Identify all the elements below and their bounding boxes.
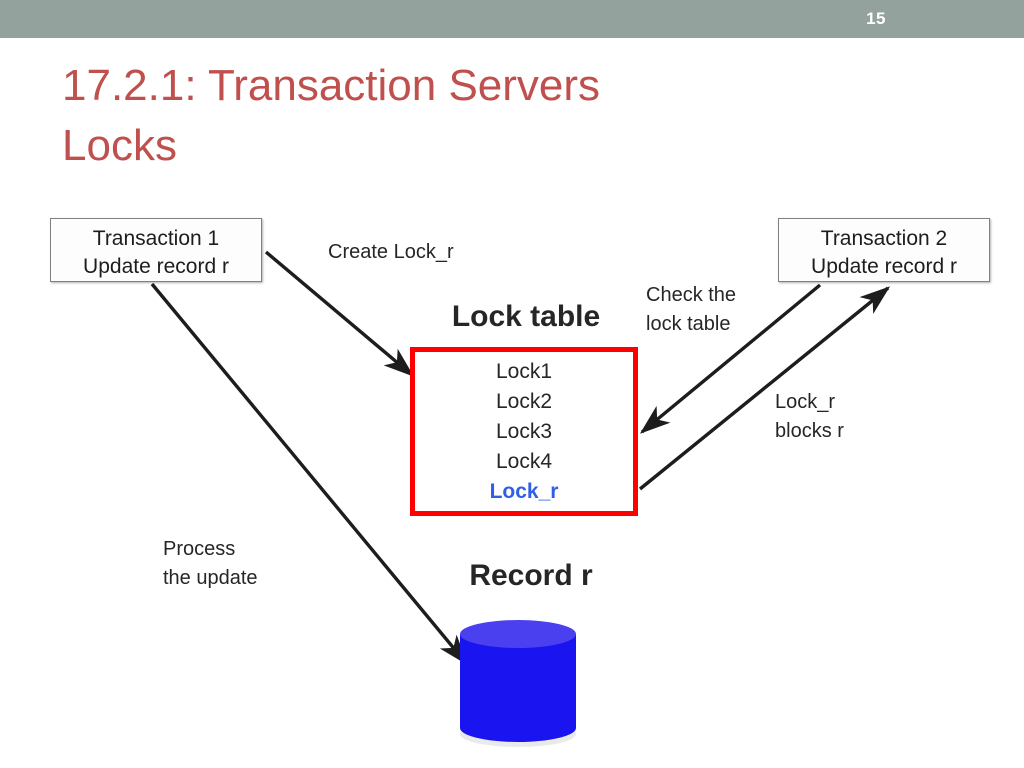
database-cylinder-icon	[460, 620, 576, 747]
lock-table-heading: Lock table	[451, 300, 601, 333]
arrow-create-lock	[264, 250, 415, 377]
lock-table-list: Lock1 Lock2 Lock3 Lock4 Lock_r	[410, 357, 638, 507]
lock-table-box	[410, 347, 638, 516]
label-create-lock: Create Lock_r	[328, 241, 454, 263]
transaction-1-box[interactable]: Transaction 1 Update record r	[50, 218, 262, 282]
label-check-lock-table: Check the lock table	[646, 284, 737, 335]
lock-item: Lock1	[495, 360, 553, 383]
label-process-update: Process the update	[163, 538, 258, 589]
header-bar	[0, 0, 1024, 38]
lock-item-highlighted: Lock_r	[489, 480, 559, 503]
record-heading: Record r	[469, 559, 593, 592]
label-lock-blocks-record: Lock_r blocks r	[775, 391, 844, 442]
transaction-2-box[interactable]: Transaction 2 Update record r	[778, 218, 990, 282]
page-number: 15	[866, 9, 886, 28]
lock-item: Lock2	[495, 390, 553, 413]
lock-item: Lock4	[495, 450, 553, 473]
lock-item: Lock3	[495, 420, 553, 443]
page-title: 17.2.1: Transaction Servers Locks	[62, 61, 601, 170]
